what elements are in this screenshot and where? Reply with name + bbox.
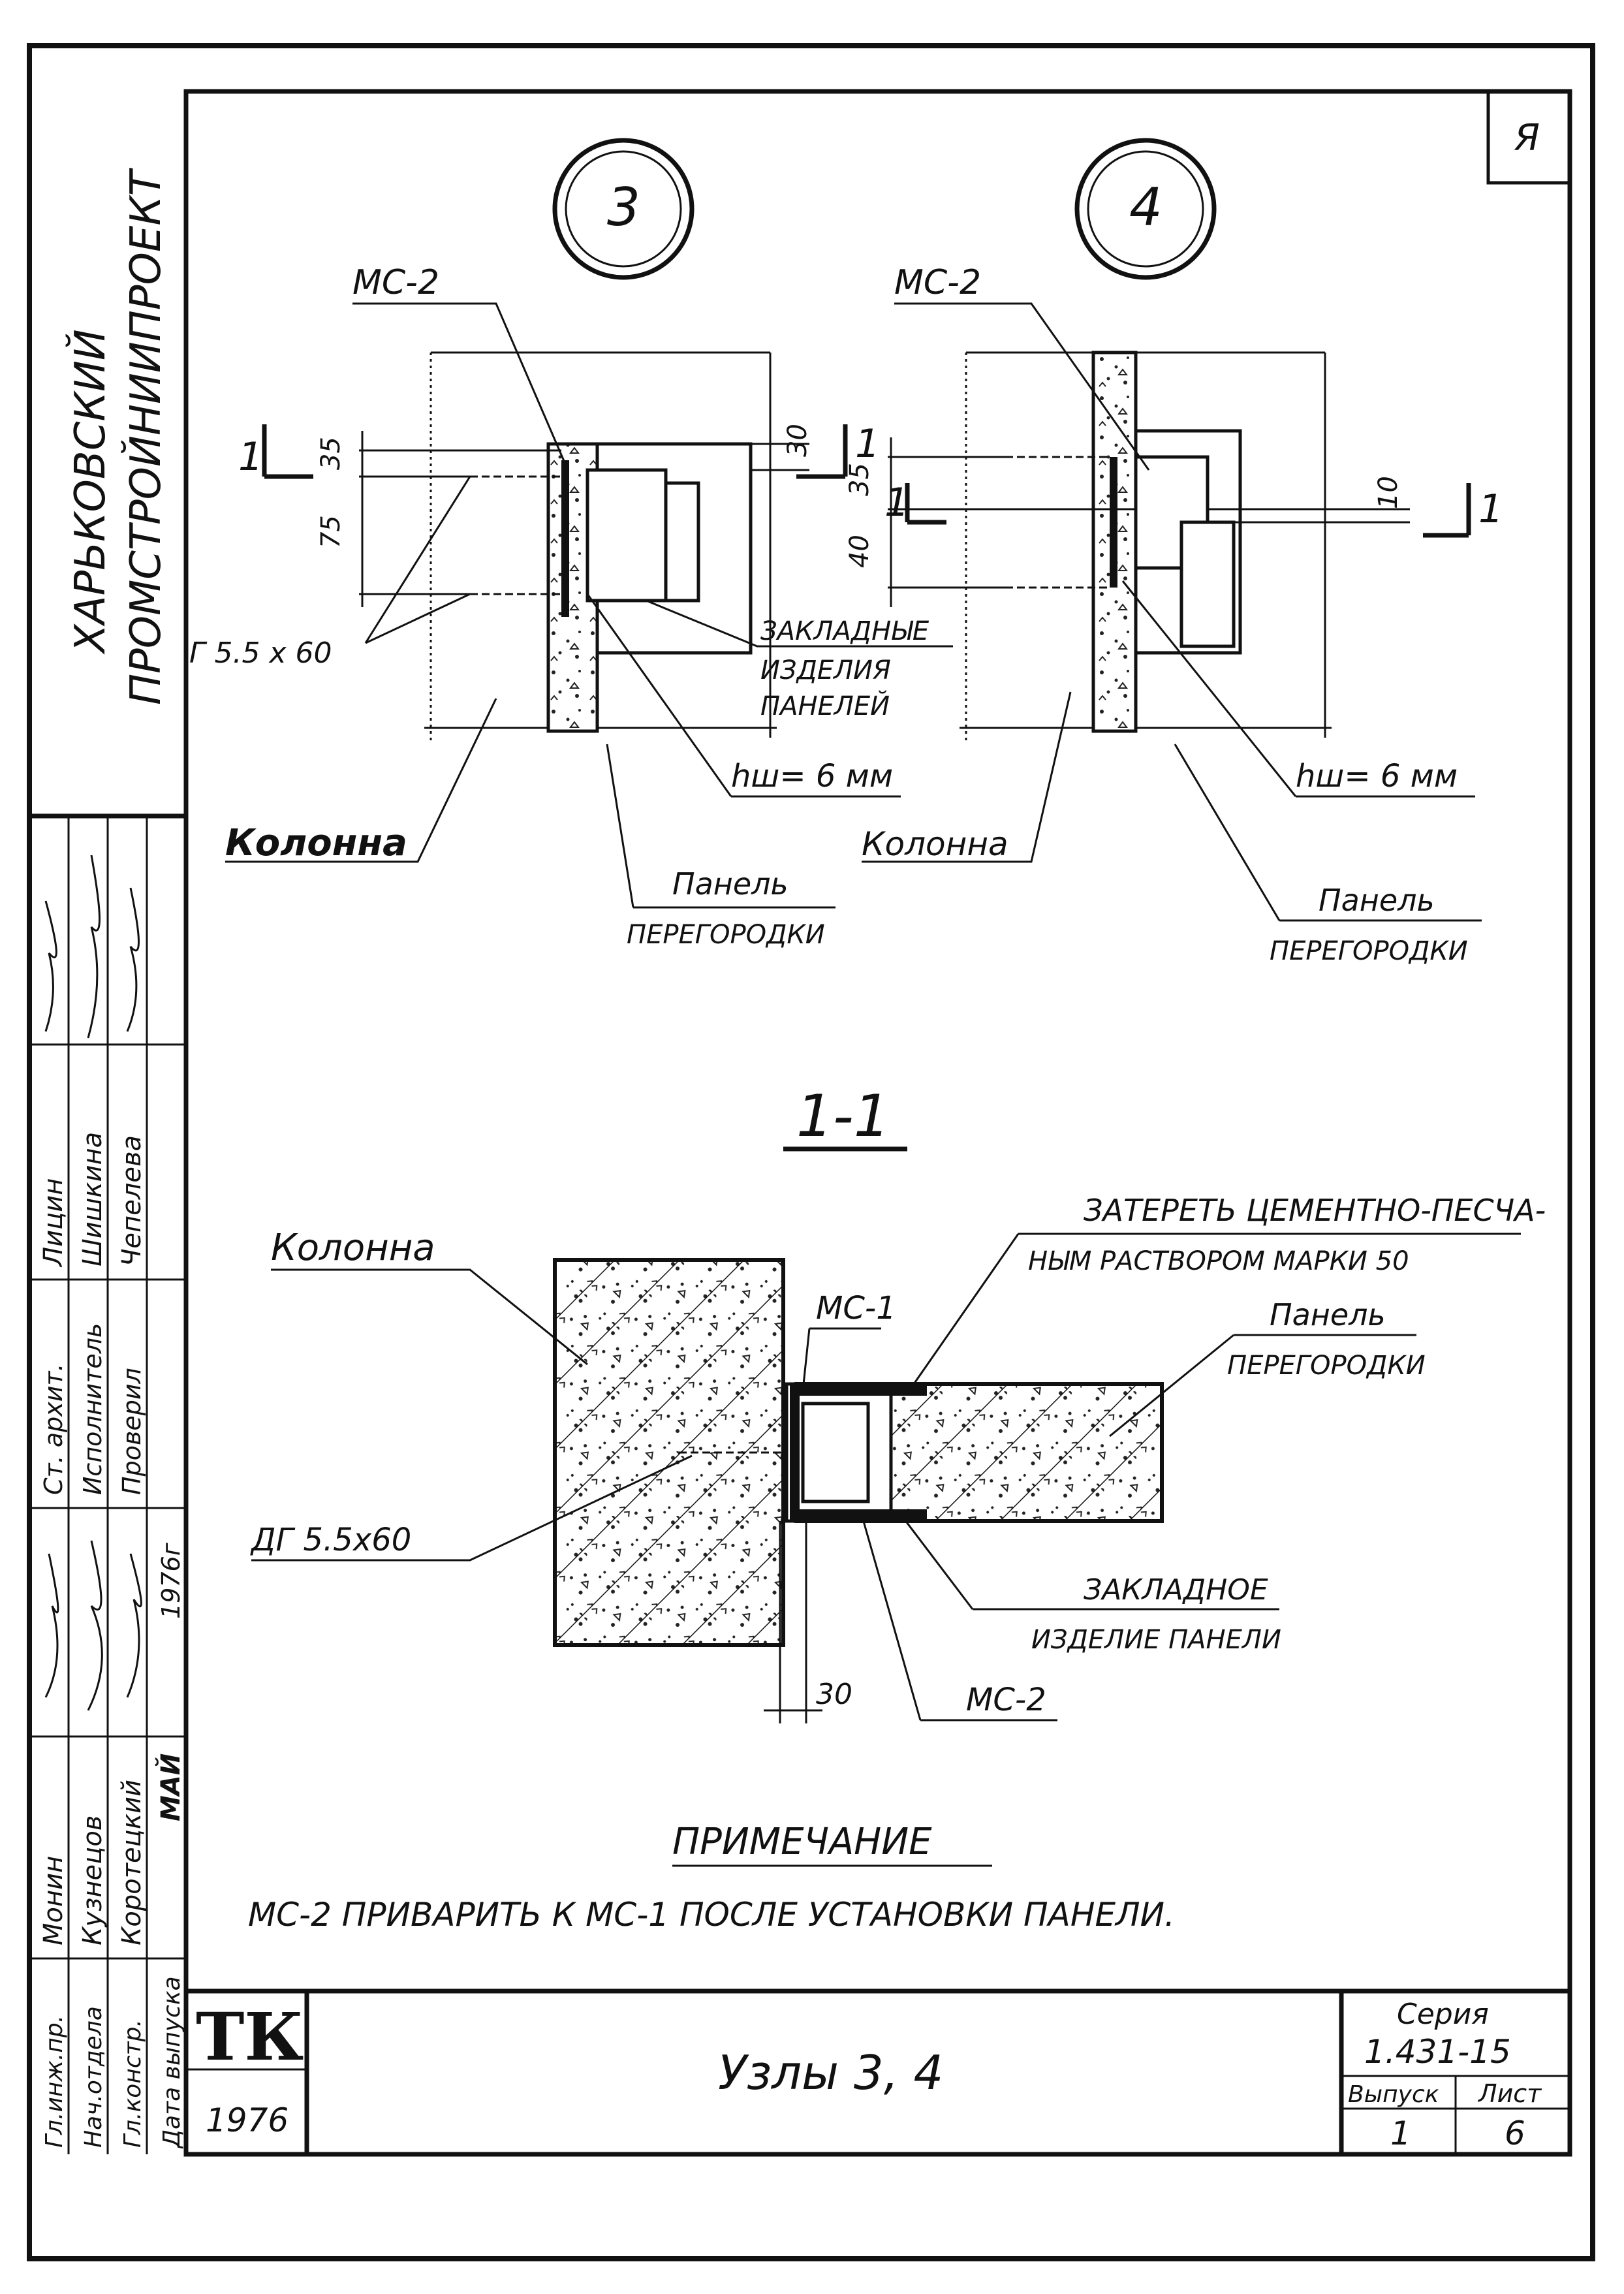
signature-scribble-1 [44, 1553, 59, 1698]
name-3: Коротецкий [117, 1780, 147, 1945]
name2-3: Чепелева [117, 1135, 147, 1266]
name2-1: Лицин [39, 1178, 69, 1268]
section-mark-left: 1 [238, 434, 263, 480]
title-block: ТК 1976 Узлы 3, 4 Серия 1.431-15 Выпуск … [186, 1988, 1570, 2154]
node-4-column: Колонна [862, 825, 1008, 863]
node-3-panel-2: ПЕРЕГОРОДКИ [627, 920, 825, 950]
outer-frame [27, 43, 1595, 2261]
section-1-1: 1-1 30 Колонна ЗАТЕРЕТЬ ЦЕМЕНТНО-ПЕСЧА- … [250, 1082, 1546, 1723]
org-line2: ПРОМСТРОЙНИИПРОЕКТ [121, 167, 170, 705]
signature-block: Гл.инж.пр. Нач.отдела Гл.констр. Дата вы… [29, 813, 186, 2154]
tb-logo: ТК [196, 1998, 304, 2075]
section-embedded-2: ИЗДЕЛИЕ ПАНЕЛИ [1031, 1625, 1281, 1655]
role-2: Нач.отдела [80, 2006, 107, 2148]
section-dowel: ДГ 5.5х60 [250, 1522, 411, 1558]
node-4-panel-1: Панель [1319, 883, 1435, 918]
signature-scribble-4 [44, 900, 57, 1032]
role-3: Гл.констр. [119, 2019, 146, 2148]
note-title: ПРИМЕЧАНИЕ [672, 1821, 932, 1863]
name2-2: Шишкина [78, 1132, 108, 1266]
section-grout-2: НЫМ РАСТВОРОМ МАРКИ 50 [1028, 1246, 1409, 1276]
role-4: Дата выпуска [159, 1976, 185, 2149]
role2-2: Исполнитель [78, 1323, 107, 1495]
note: ПРИМЕЧАНИЕ МС-2 ПРИВАРИТЬ К МС-1 ПОСЛЕ У… [248, 1821, 1175, 1934]
corner-box [1486, 89, 1572, 185]
role-1: Гл.инж.пр. [41, 2015, 68, 2148]
tb-issue: 1 [1390, 2114, 1411, 2152]
node-4-number: 4 [1129, 177, 1163, 238]
node-3-weld: hш= 6 мм [731, 758, 893, 794]
tb-year: 1976 [206, 2101, 289, 2139]
section-mc1: МС-1 [816, 1290, 896, 1327]
year-mark: 1976г [157, 1542, 185, 1619]
section-panel-2: ПЕРЕГОРОДКИ [1227, 1351, 1426, 1381]
signature-scribble-6 [126, 887, 140, 1032]
node-3-dim-b: 75 [316, 515, 346, 548]
name-1: Монин [39, 1856, 69, 1945]
node-3-dim-c: 30 [783, 424, 813, 457]
section-mc2: МС-2 [966, 1682, 1046, 1718]
node-3-mark-top: МС-2 [352, 263, 439, 302]
node-3: 3 35 75 30 1 1 МС-2 [189, 138, 953, 950]
node-3-dowel: Г 5.5 х 60 [189, 636, 332, 670]
node-4-section-right: 1 [1478, 486, 1503, 532]
section-embedded-1: ЗАКЛАДНОЕ [1084, 1573, 1268, 1607]
section-panel-1: Панель [1270, 1297, 1386, 1332]
note-text: МС-2 ПРИВАРИТЬ К МС-1 ПОСЛЕ УСТАНОВКИ ПА… [248, 1896, 1175, 1934]
signature-scribble-3 [126, 1553, 142, 1698]
node-4: 4 35 40 10 1 1 МС-2 hш= 6 мм Колонна Пан… [845, 138, 1503, 966]
node-3-embedded-1: ЗАКЛАДНЫЕ [760, 616, 929, 646]
name-2: Кузнецов [78, 1815, 108, 1945]
node-4-panel-2: ПЕРЕГОРОДКИ [1270, 936, 1468, 966]
section-dim: 30 [816, 1678, 852, 1711]
node-3-embedded-2: ИЗДЕЛИЯ [760, 655, 891, 685]
node-3-circle [552, 138, 695, 280]
node-3-dim-a: 35 [316, 437, 346, 470]
node-3-embedded-3: ПАНЕЛЕЙ [760, 690, 890, 721]
section-grout-1: ЗАТЕРЕТЬ ЦЕМЕНТНО-ПЕСЧА- [1084, 1193, 1546, 1228]
node-4-circle [1074, 138, 1217, 280]
signature-scribble-2 [87, 1540, 103, 1711]
node-4-dim-c: 10 [1373, 476, 1403, 509]
signature-scribble-5 [87, 855, 101, 1039]
node-3-column: Колонна [225, 822, 407, 864]
section-title: 1-1 [796, 1082, 890, 1150]
node-4-dim-a: 35 [845, 463, 875, 496]
tb-series-label: Серия [1397, 1998, 1489, 2031]
section-column-block [553, 1258, 785, 1647]
node-4-weld: hш= 6 мм [1296, 758, 1458, 794]
node-4-mark-top: МС-2 [894, 263, 981, 302]
tb-issue-label: Выпуск [1348, 2081, 1439, 2108]
section-mark-right: 1 [855, 421, 880, 467]
role2-3: Проверил [117, 1368, 146, 1495]
org-line1: ХАРЬКОВСКИЙ [65, 329, 115, 655]
section-column: Колонна [271, 1227, 435, 1269]
node-4-section-left: 1 [884, 480, 909, 526]
node-3-panel-1: Панель [672, 866, 789, 902]
node-4-dim-b: 40 [845, 535, 875, 568]
role2-1: Ст. архит. [39, 1363, 68, 1495]
tb-series: 1.431-15 [1364, 2033, 1511, 2071]
tb-sheet-label: Лист [1477, 2079, 1542, 2108]
tb-title: Узлы 3, 4 [718, 2045, 943, 2100]
tb-sheet: 6 [1505, 2114, 1525, 2152]
node-3-number: 3 [607, 177, 640, 238]
name-4: МАЙ [155, 1753, 186, 1821]
sheet-corner-mark: Я [1514, 117, 1540, 159]
